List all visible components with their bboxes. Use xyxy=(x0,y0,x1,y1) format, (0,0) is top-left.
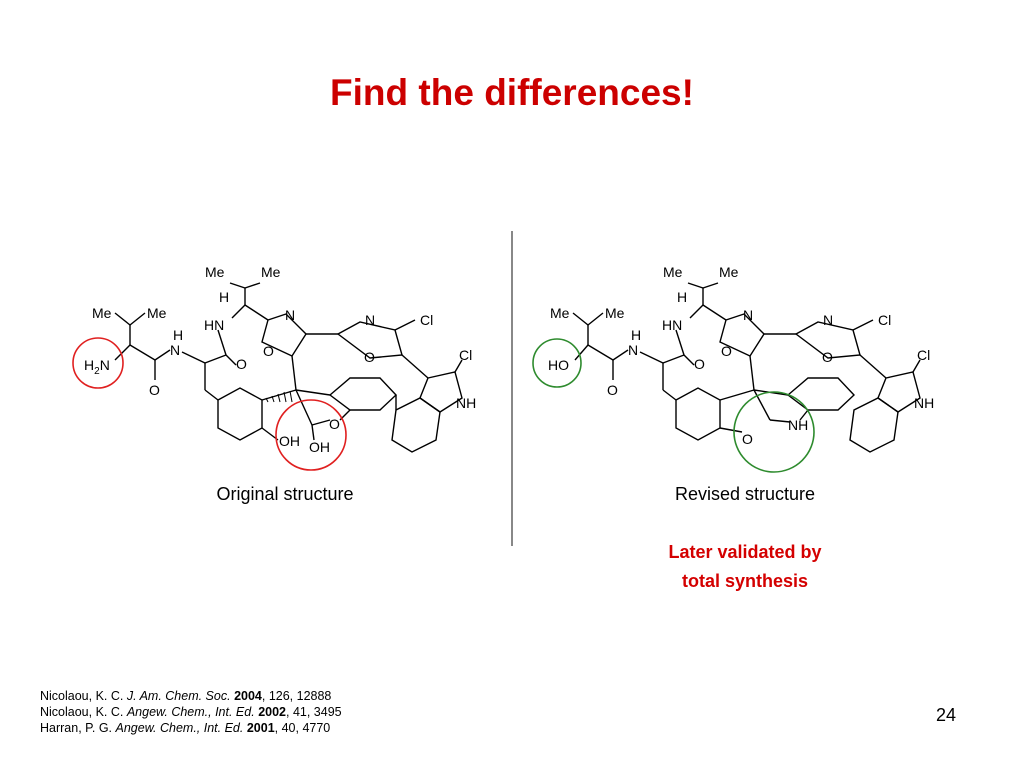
original-structure-caption: Original structure xyxy=(216,484,354,504)
page-number: 24 xyxy=(936,705,957,725)
cl-label: Cl xyxy=(420,312,433,328)
h2n-label: H2N xyxy=(84,357,110,377)
o-label: O xyxy=(607,382,618,398)
me-label: Me xyxy=(550,305,570,321)
revised-structure-diagram: Me Me H HN N O O N O Cl Cl NH Me Me H N … xyxy=(532,264,934,473)
n-label: N xyxy=(170,342,180,358)
me-label: Me xyxy=(92,305,112,321)
reference-item: Harran, P. G. Angew. Chem., Int. Ed. 200… xyxy=(40,721,331,735)
n-label: N xyxy=(743,307,753,323)
validation-note: Later validated by total synthesis xyxy=(600,538,890,596)
me-label: Me xyxy=(205,264,225,280)
references: Nicolaou, K. C. J. Am. Chem. Soc. 2004, … xyxy=(40,688,342,736)
o-label: O xyxy=(236,356,247,372)
reference-item: Nicolaou, K. C. Angew. Chem., Int. Ed. 2… xyxy=(40,705,342,719)
nh-label: NH xyxy=(788,417,808,433)
nh-label: NH xyxy=(456,395,476,411)
original-bonds xyxy=(114,282,463,453)
green-highlight-circle-icon xyxy=(532,338,582,388)
me-label: Me xyxy=(605,305,625,321)
reference-item: Nicolaou, K. C. J. Am. Chem. Soc. 2004, … xyxy=(40,689,332,703)
o-label: O xyxy=(822,349,833,365)
o-label: O xyxy=(149,382,160,398)
divider-line xyxy=(511,231,513,546)
red-highlight-circle-icon xyxy=(72,337,124,389)
o-label: O xyxy=(742,431,753,447)
oh-label: OH xyxy=(279,433,300,449)
h-label: H xyxy=(219,289,229,305)
n-label: N xyxy=(365,312,375,328)
note-line: Later validated by xyxy=(668,542,822,562)
ho-label: HO xyxy=(548,357,569,373)
green-highlight-circle-icon xyxy=(733,391,815,473)
h-label: H xyxy=(677,289,687,305)
original-structure-diagram: Me Me H HN N O O N O Cl Cl NH Me Me H N … xyxy=(72,264,476,471)
cl-label: Cl xyxy=(459,347,472,363)
cl-label: Cl xyxy=(917,347,930,363)
n-label: N xyxy=(823,312,833,328)
o-label: O xyxy=(694,356,705,372)
me-label: Me xyxy=(147,305,167,321)
nh-label: NH xyxy=(914,395,934,411)
me-label: Me xyxy=(261,264,281,280)
oh-label: OH xyxy=(309,439,330,455)
o-label: O xyxy=(364,349,375,365)
original-hash-bonds xyxy=(265,390,293,403)
hn-label: HN xyxy=(662,317,682,333)
me-label: Me xyxy=(719,264,739,280)
note-line: total synthesis xyxy=(681,571,809,591)
slide-title: Find the differences! xyxy=(330,72,694,113)
red-highlight-circle-icon xyxy=(275,399,347,471)
o-label: O xyxy=(329,416,340,432)
o-label: O xyxy=(263,343,274,359)
o-label: O xyxy=(721,343,732,359)
me-label: Me xyxy=(663,264,683,280)
revised-structure-caption: Revised structure xyxy=(674,484,816,504)
n-label: N xyxy=(285,307,295,323)
n-label: N xyxy=(628,342,638,358)
hn-label: HN xyxy=(204,317,224,333)
h-label: H xyxy=(173,327,183,343)
cl-label: Cl xyxy=(878,312,891,328)
h-label: H xyxy=(631,327,641,343)
